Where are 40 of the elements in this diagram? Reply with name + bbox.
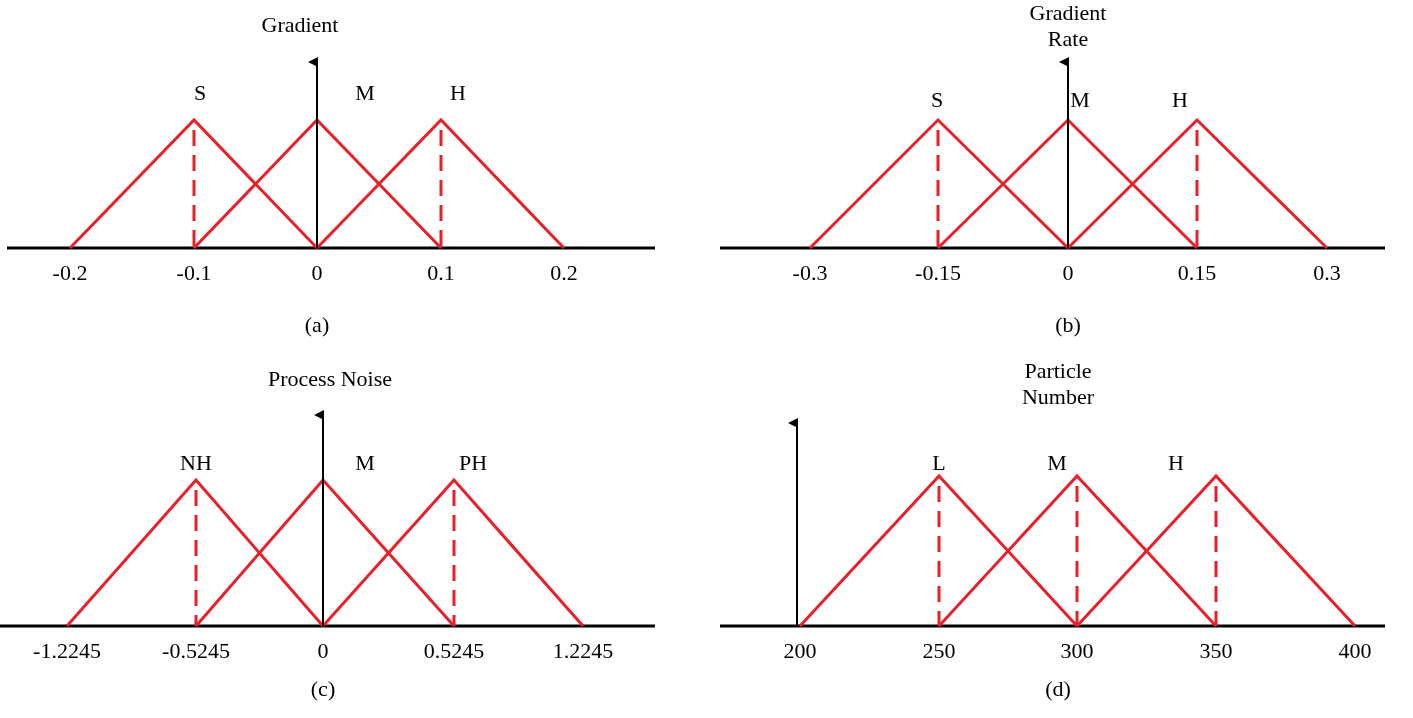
tick-label: 1.2245 (552, 638, 614, 664)
set-label: S (193, 80, 207, 106)
tick-label: 0.2 (550, 260, 578, 286)
tick-label: -1.2245 (33, 638, 101, 664)
axis-title: Gradient (261, 12, 339, 38)
axis-title: Particle Number (1020, 358, 1096, 410)
tick-label: 250 (922, 638, 956, 664)
tick-label: -0.15 (915, 260, 961, 286)
axis-title: Gradient Rate (1028, 0, 1108, 52)
set-label: M (1070, 87, 1090, 113)
set-label: NH (180, 450, 212, 476)
set-label: L (932, 450, 946, 476)
tick-label: -0.1 (176, 260, 212, 286)
tick-label: 400 (1338, 638, 1372, 664)
tick-label: 0.5245 (423, 638, 485, 664)
panel-caption: (d) (1045, 676, 1071, 702)
tick-label: 350 (1199, 638, 1233, 664)
panel-caption: (b) (1055, 312, 1081, 338)
tick-label: 0.1 (427, 260, 455, 286)
tick-label: 0 (311, 260, 323, 286)
panel-caption: (a) (304, 312, 330, 338)
set-label: H (450, 80, 466, 106)
set-label: H (1172, 87, 1188, 113)
tick-label: 0.3 (1313, 260, 1341, 286)
tick-label: 0.15 (1177, 260, 1217, 286)
set-label: M (355, 80, 375, 106)
set-label: M (1047, 450, 1067, 476)
panel-caption: (c) (310, 676, 336, 702)
set-label: H (1168, 450, 1184, 476)
tick-label: 300 (1060, 638, 1094, 664)
axis-title: Process Noise (268, 366, 392, 392)
tick-label: -0.2 (52, 260, 88, 286)
tick-label: 0 (1062, 260, 1074, 286)
set-label: PH (458, 450, 488, 476)
set-label: S (930, 87, 944, 113)
tick-label: 0 (317, 638, 329, 664)
set-label: M (355, 450, 375, 476)
tick-label: -0.5245 (162, 638, 230, 664)
tick-label: -0.3 (792, 260, 828, 286)
tick-label: 200 (783, 638, 817, 664)
